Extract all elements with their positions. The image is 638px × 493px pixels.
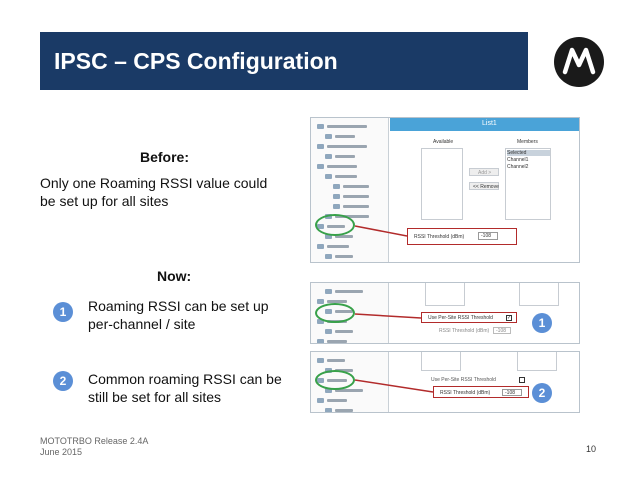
members-label: Members — [517, 139, 538, 145]
slide-title-bar: IPSC – CPS Configuration — [40, 32, 528, 90]
now-heading: Now: — [157, 268, 192, 284]
before-heading: Before: — [140, 149, 190, 165]
list-window-titlebar: List1 — [390, 118, 579, 131]
now-item2-line2: still be set for all sites — [88, 389, 222, 405]
now-item2-line1: Common roaming RSSI can be — [88, 371, 282, 387]
cps-before-screenshot: List1 Available Members Selected Channel… — [310, 117, 580, 263]
roam-list-oval-2 — [315, 370, 355, 390]
screenshot-badge-2: 2 — [532, 383, 552, 403]
slide-title: IPSC – CPS Configuration — [54, 47, 338, 74]
now1-field-label: RSSI Threshold (dBm) — [439, 328, 490, 334]
now2-arrow — [354, 379, 434, 393]
before-arrow — [354, 225, 408, 237]
now-item1-line1: Roaming RSSI can be set up — [88, 298, 269, 314]
now1-arrow — [354, 313, 422, 319]
rssi-highlight-before: RSSI Threshold (dBm) -108 — [407, 228, 517, 245]
cps-now1-screenshot: Use Per-Site RSSI Threshold ✓ RSSI Thres… — [310, 282, 580, 344]
members-item-1[interactable]: Selected — [507, 150, 550, 156]
now2-checkbox-label: Use Per-Site RSSI Threshold — [431, 377, 496, 383]
roam-list-oval — [315, 214, 355, 236]
roam-list-oval-1 — [315, 303, 355, 323]
before-text-line2: be set up for all sites — [40, 193, 169, 209]
footer-date: June 2015 — [40, 447, 83, 457]
step-1-badge: 1 — [53, 302, 73, 322]
per-site-checkbox-label: Use Per-Site RSSI Threshold — [428, 315, 493, 321]
available-label: Available — [433, 139, 454, 145]
per-site-checkbox-unchecked[interactable] — [519, 377, 525, 383]
before-text-line1: Only one Roaming RSSI value could — [40, 175, 268, 191]
step-2-badge: 2 — [53, 371, 73, 391]
footer-release: MOTOTRBO Release 2.4A — [40, 436, 149, 446]
motorola-logo-icon — [554, 37, 604, 87]
members-item-3[interactable]: Channel2 — [507, 164, 529, 170]
remove-button[interactable]: << Remove — [469, 182, 499, 190]
per-site-checkbox-highlight: Use Per-Site RSSI Threshold ✓ — [421, 312, 517, 323]
available-list[interactable] — [421, 148, 463, 220]
members-item-2[interactable]: Channel1 — [507, 157, 529, 163]
now1-field-input[interactable]: -108 — [493, 327, 511, 334]
screenshot-badge-1: 1 — [532, 313, 552, 333]
rssi-field-label: RSSI Threshold (dBm) — [414, 234, 465, 240]
now-item1-line2: per-channel / site — [88, 316, 196, 332]
cps-now2-screenshot: Use Per-Site RSSI Threshold RSSI Thresho… — [310, 351, 580, 413]
common-rssi-highlight: RSSI Threshold (dBm) -108 — [433, 386, 529, 398]
add-button[interactable]: Add > — [469, 168, 499, 176]
per-site-checkbox-checked[interactable]: ✓ — [506, 315, 512, 321]
list-window-title: List1 — [482, 120, 497, 127]
rssi-field-input[interactable]: -108 — [478, 232, 498, 240]
page-number: 10 — [586, 444, 597, 454]
now2-field-label: RSSI Threshold (dBm) — [440, 390, 491, 396]
now2-field-input[interactable]: -108 — [502, 389, 522, 396]
members-list[interactable]: Selected Channel1 Channel2 — [505, 148, 551, 220]
